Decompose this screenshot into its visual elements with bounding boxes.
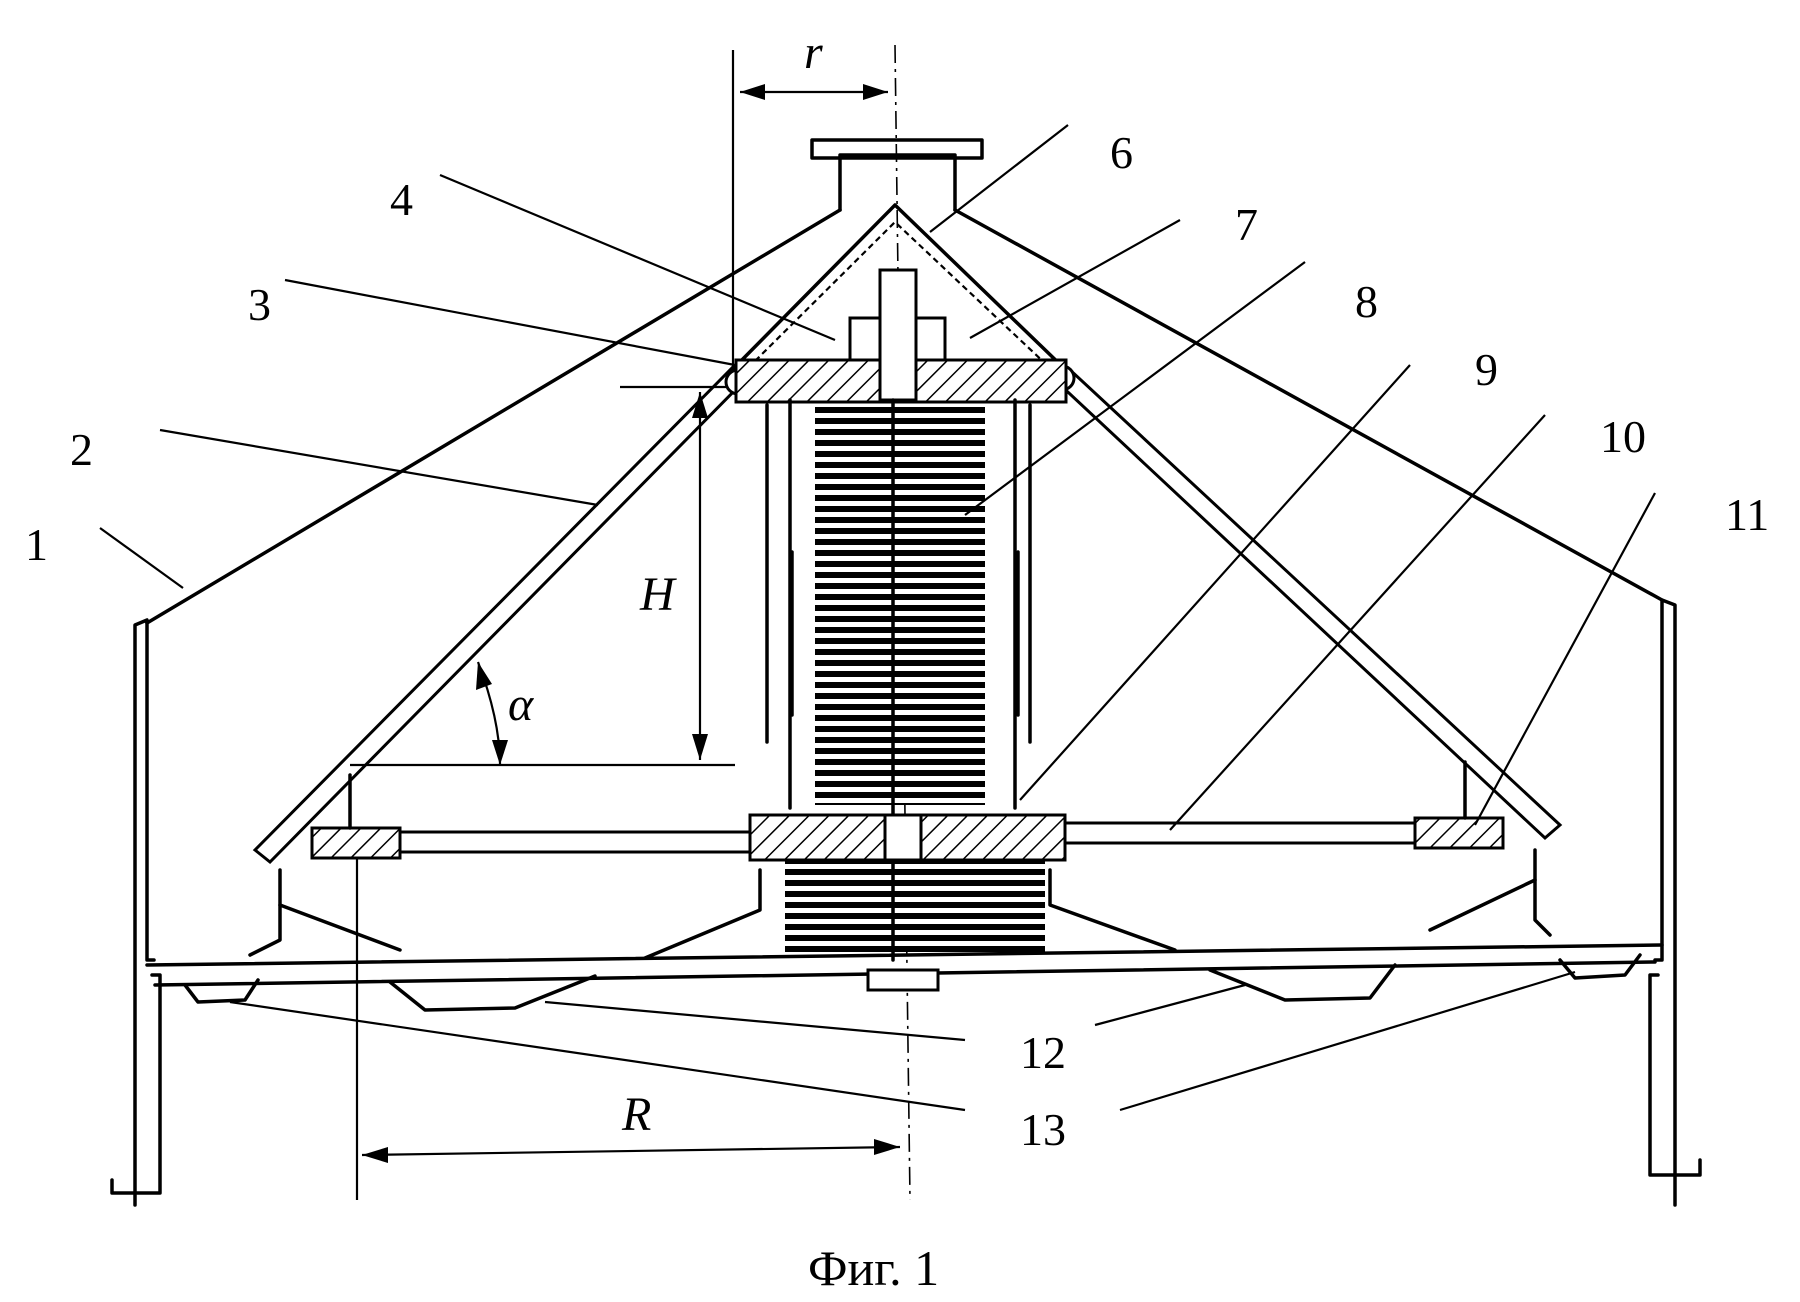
bottom-bolt-head — [868, 970, 938, 990]
hub-bolt — [885, 815, 921, 860]
H-label: H — [639, 568, 677, 621]
part-label-12: 12 — [1020, 1027, 1066, 1078]
left-weight — [312, 828, 400, 858]
part-label-6: 6 — [1110, 127, 1133, 178]
right-spoke — [1065, 823, 1415, 843]
spring — [815, 405, 985, 805]
part-label-2: 2 — [70, 424, 93, 475]
R-label: R — [621, 1088, 651, 1141]
right-weight — [1415, 818, 1503, 848]
left-spoke — [400, 832, 750, 852]
R-dimension-line — [362, 1147, 900, 1155]
part-label-7: 7 — [1235, 199, 1258, 250]
lower-spring — [785, 852, 1045, 952]
part-label-1: 1 — [25, 519, 48, 570]
part-label-4: 4 — [390, 174, 413, 225]
alpha-label: α — [508, 678, 534, 731]
r-label: r — [804, 26, 823, 79]
part-label-11: 11 — [1725, 489, 1769, 540]
part-label-13: 13 — [1020, 1104, 1066, 1155]
part-label-9: 9 — [1475, 344, 1498, 395]
part-label-8: 8 — [1355, 276, 1378, 327]
figure-caption: Фиг. 1 — [808, 1240, 939, 1296]
part-label-10: 10 — [1600, 411, 1646, 462]
top-bolt — [880, 270, 916, 400]
part-label-3: 3 — [248, 279, 271, 330]
